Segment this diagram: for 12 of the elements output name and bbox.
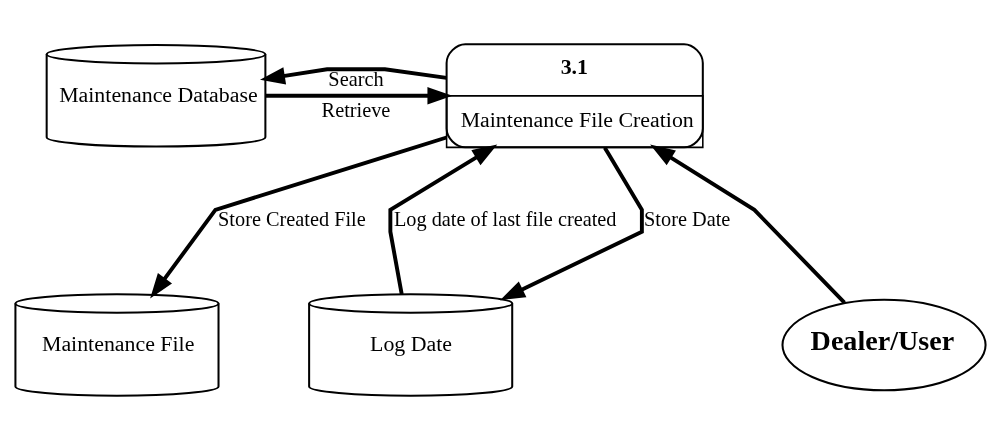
- edge-label: Store Date: [644, 207, 731, 230]
- arrow: [259, 66, 447, 84]
- edge-label: Store Created File: [218, 207, 366, 230]
- arrow: [388, 144, 498, 294]
- edge-label: Search: [328, 66, 384, 89]
- arrow: [650, 144, 846, 304]
- edge-label: Retrieve: [321, 98, 391, 121]
- arrow: [150, 135, 448, 298]
- arrow: [265, 86, 453, 105]
- edge-label: Log date of last file created: [393, 207, 617, 230]
- arrow: [500, 146, 644, 300]
- node-ellipse: Dealer/User: [781, 298, 987, 391]
